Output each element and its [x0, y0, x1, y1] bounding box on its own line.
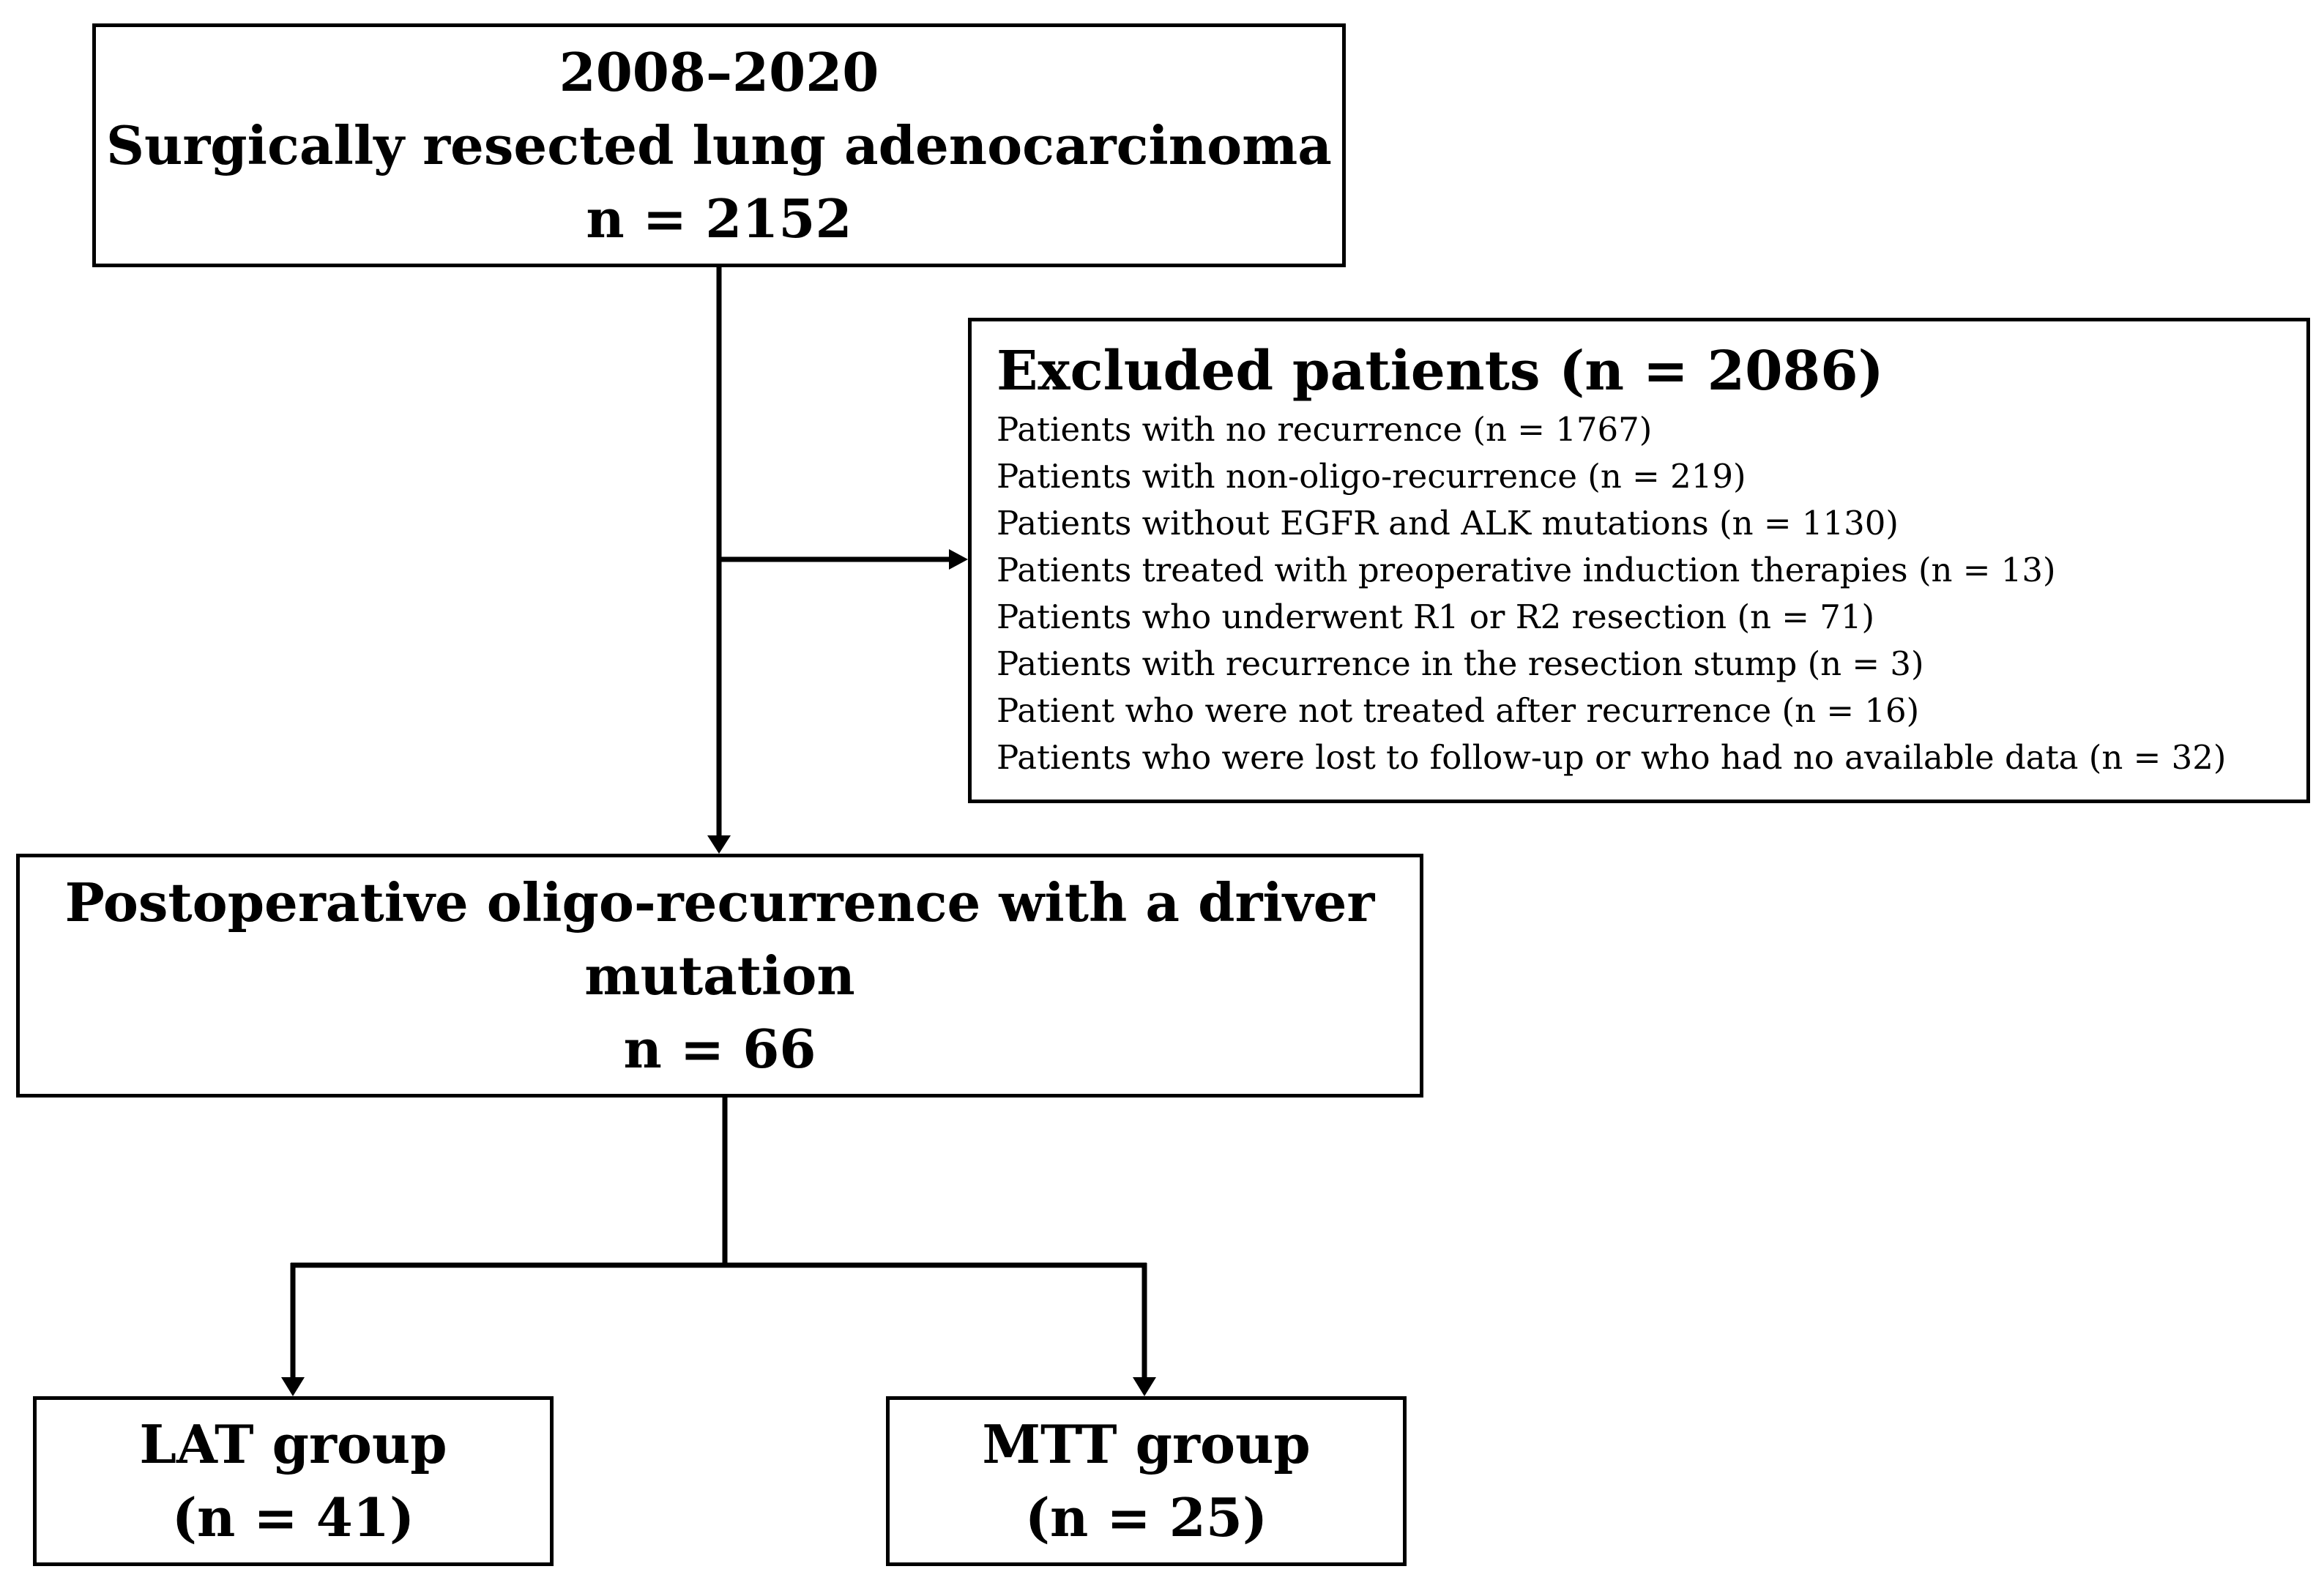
- cohort-period: 2008–2020: [559, 40, 879, 103]
- arrowhead-to-oligo-box: [707, 835, 731, 854]
- excluded-item: Patients who underwent R1 or R2 resectio…: [997, 597, 1875, 636]
- lat-group-box: LAT group (n = 41): [33, 1396, 554, 1566]
- arrowhead-to-excluded-box: [949, 549, 968, 570]
- oligo-count: n = 66: [623, 1017, 816, 1080]
- excluded-item: Patient who were not treated after recur…: [997, 691, 1920, 730]
- excluded-title: Excluded patients (n = 2086): [997, 340, 1884, 403]
- excluded-item: Patients with recurrence in the resectio…: [997, 644, 1924, 683]
- lat-group-count: (n = 41): [171, 1486, 415, 1549]
- excluded-item: Patients with non-oligo-recurrence (n = …: [997, 457, 1746, 496]
- oligo-description-line2: mutation: [584, 944, 855, 1007]
- mtt-group-label: MTT group: [982, 1413, 1311, 1475]
- excluded-patients-box: Excluded patients (n = 2086) Patients wi…: [968, 318, 2310, 803]
- arrowhead-to-mtt-box: [1133, 1377, 1156, 1396]
- excluded-item: Patients who were lost to follow-up or w…: [997, 738, 2227, 777]
- excluded-item: Patients without EGFR and ALK mutations …: [997, 504, 1899, 543]
- excluded-item: Patients treated with preoperative induc…: [997, 551, 2056, 589]
- mtt-group-box: MTT group (n = 25): [886, 1396, 1407, 1566]
- cohort-box: 2008–2020 Surgically resected lung adeno…: [92, 23, 1346, 267]
- cohort-count: n = 2152: [586, 187, 852, 250]
- oligo-description-line1: Postoperative oligo-recurrence with a dr…: [64, 871, 1375, 934]
- excluded-item: Patients with no recurrence (n = 1767): [997, 410, 1653, 449]
- mtt-group-count: (n = 25): [1024, 1486, 1268, 1549]
- lat-group-label: LAT group: [139, 1413, 447, 1475]
- oligo-recurrence-box: Postoperative oligo-recurrence with a dr…: [16, 854, 1423, 1098]
- excluded-criteria-list: Patients with no recurrence (n = 1767) P…: [997, 406, 2226, 781]
- arrowhead-to-lat-box: [281, 1377, 305, 1396]
- cohort-description: Surgically resected lung adenocarcinoma: [106, 113, 1332, 176]
